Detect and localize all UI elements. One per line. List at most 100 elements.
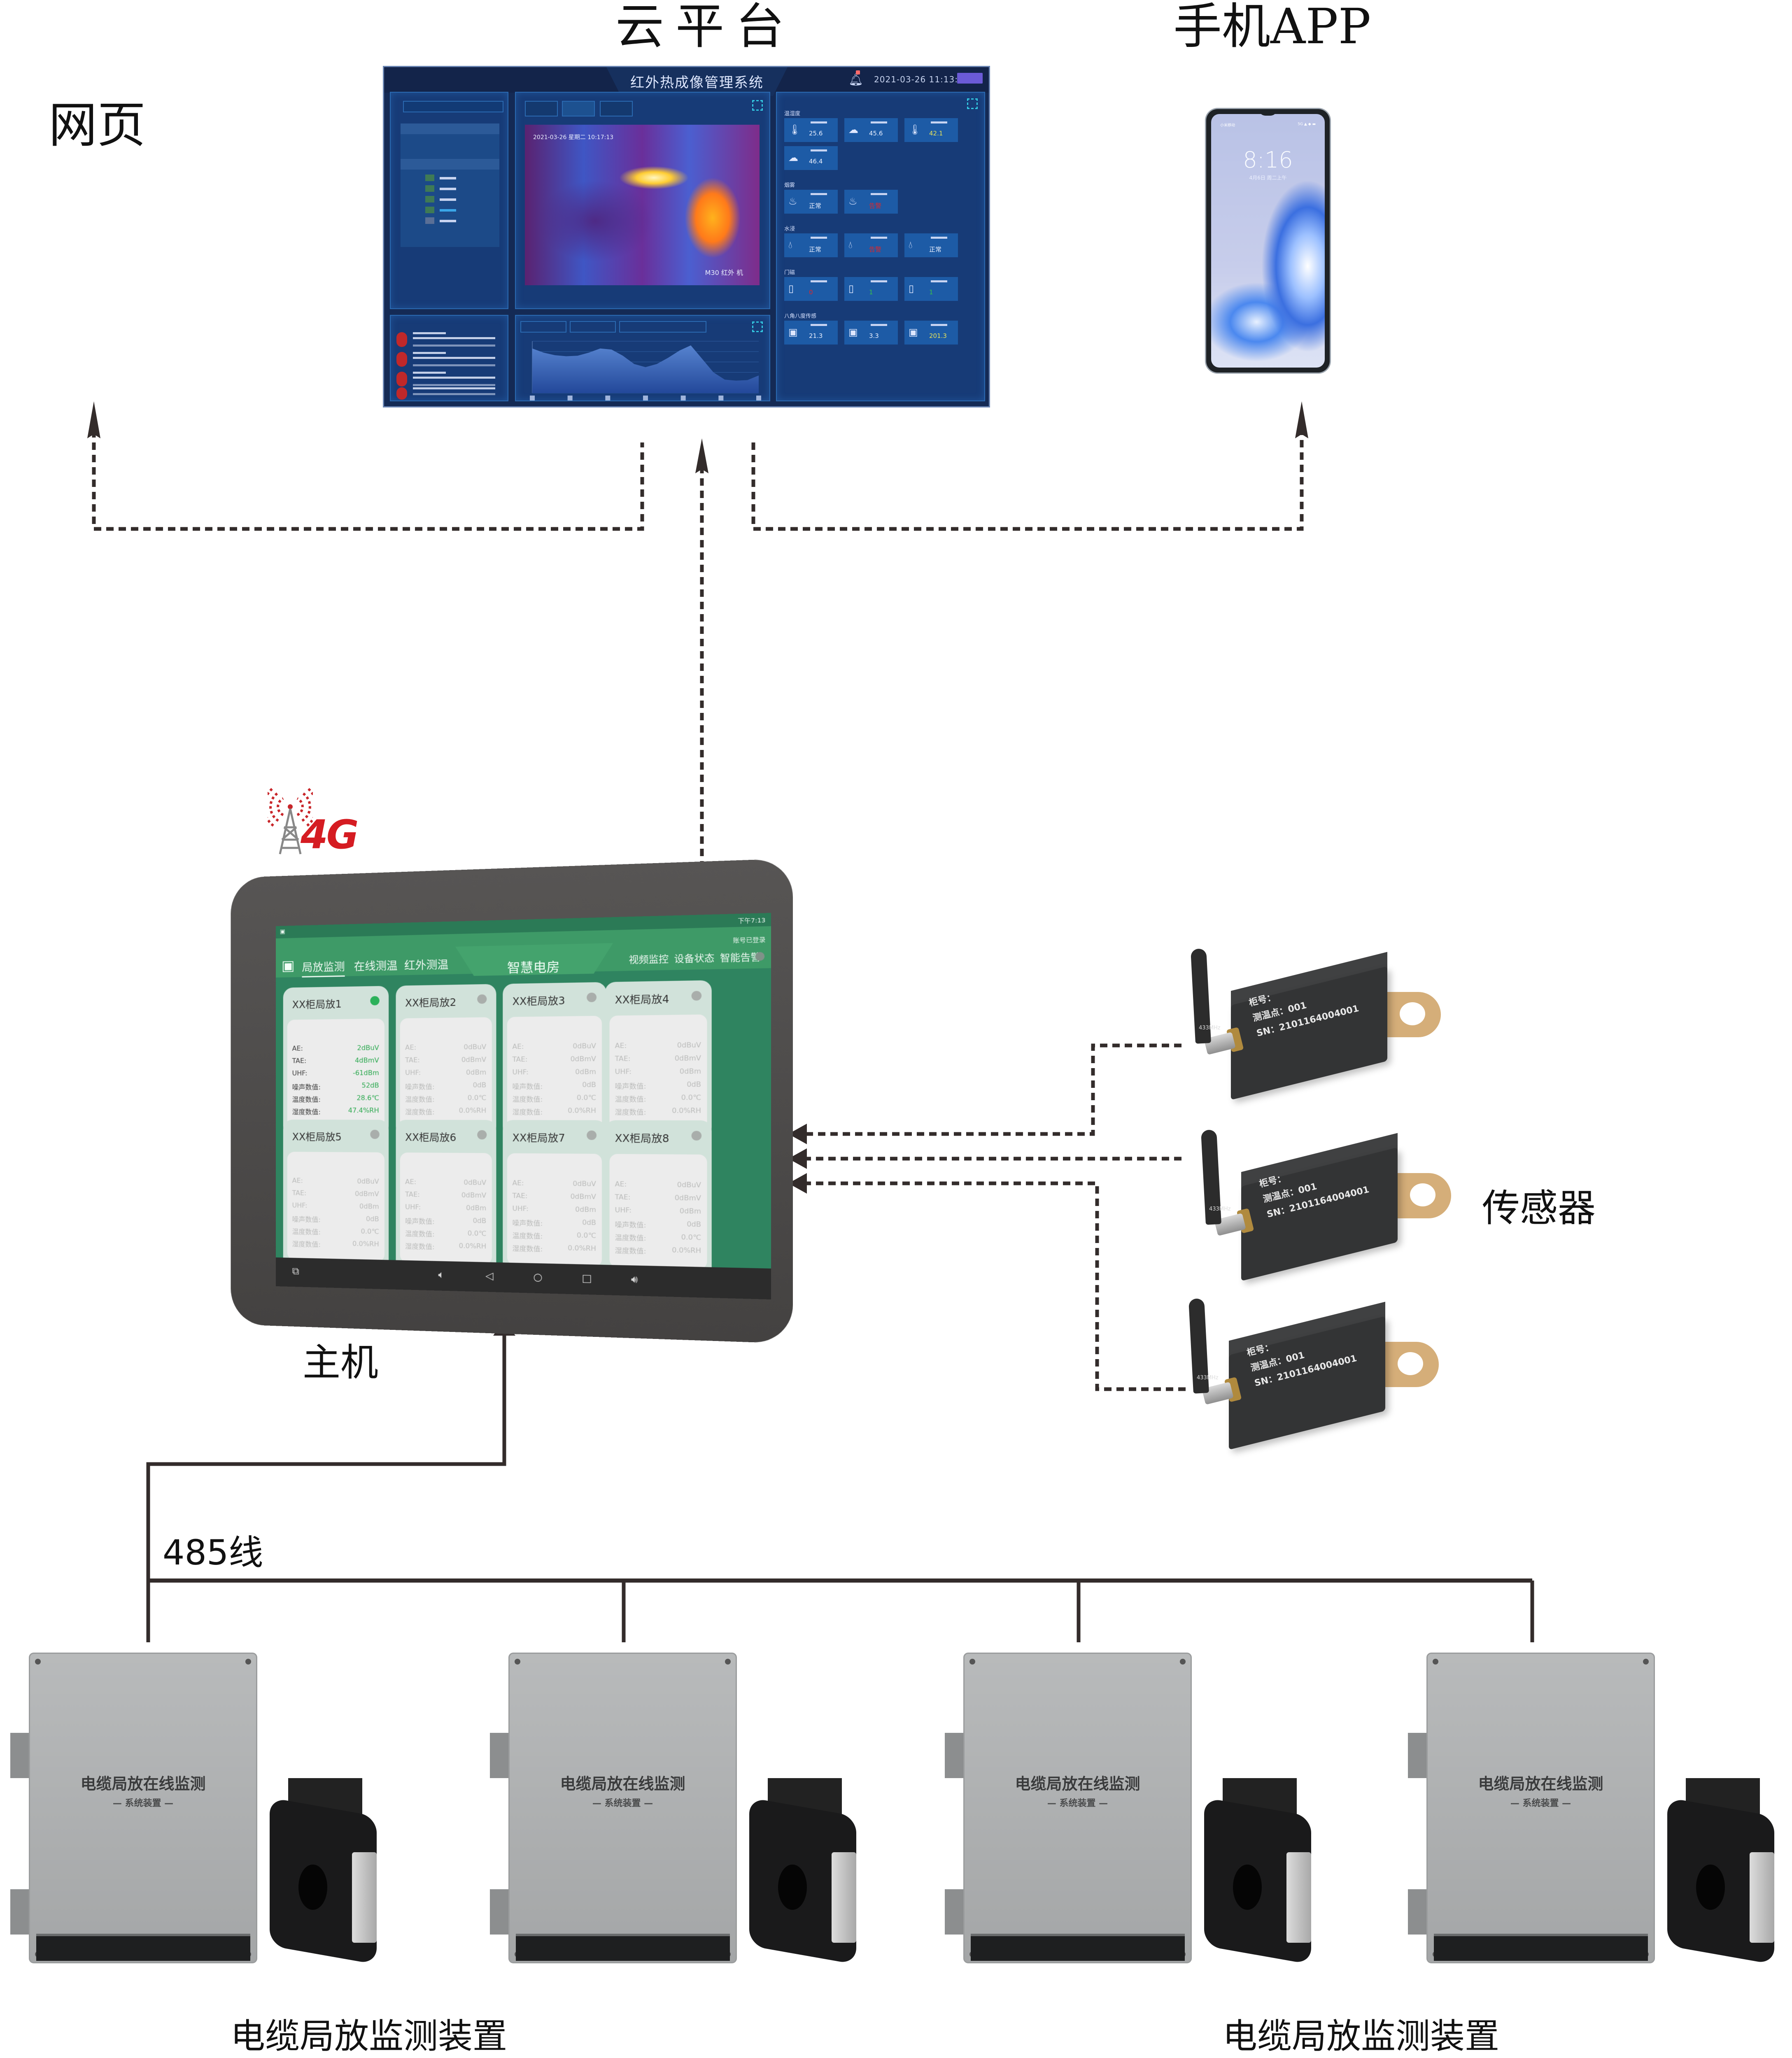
pd-card[interactable]: XX柜局放3 AE: 0dBuV TAE: 0dBmV UHF: 0dBm 噪声… (503, 982, 606, 1138)
pd-card[interactable]: XX柜局放1 AE: 2dBuV TAE: 4dBmV UHF: -61dBm … (283, 986, 389, 1136)
pd-card[interactable]: XX柜局放6 AE: 0dBuV TAE: 0dBmV UHF: 0dBm 噪声… (396, 1120, 496, 1273)
sensor-tile[interactable]: ▣ 3.3 (844, 321, 898, 345)
sensor-tile[interactable]: ▣ 21.3 (784, 321, 838, 345)
sensor-tile[interactable]: ☁︎ 45.6 (844, 118, 898, 142)
user-button[interactable] (957, 73, 983, 84)
tree-node[interactable] (401, 136, 499, 147)
sensor-tile[interactable]: 💧︎ 告警 (844, 233, 898, 257)
chart-filter-select-1[interactable] (521, 321, 566, 332)
status-notification-icon: ▣ (280, 928, 285, 935)
metric-value: 0dBm (575, 1068, 596, 1076)
expand-icon[interactable] (967, 98, 978, 109)
arrow-head-app (1295, 401, 1308, 438)
alarm-item[interactable] (396, 386, 503, 400)
sensor-tile[interactable]: ☁︎ 46.4 (784, 146, 838, 170)
volume-up-icon[interactable]: 🔊︎ (631, 1273, 638, 1285)
camera-leaf-icon[interactable] (425, 196, 434, 203)
alarm-item[interactable] (396, 350, 503, 369)
sensor-tile-caption (811, 193, 827, 195)
mount-bracket (945, 1889, 965, 1935)
device-subtitle: — 系统装置 — (965, 1796, 1191, 1809)
tree-node[interactable] (401, 147, 499, 158)
metric-label: TAE: (513, 1055, 528, 1064)
pd-card-body: AE: 0dBuV TAE: 0dBmV UHF: 0dBm 噪声数值: 0dB… (610, 1015, 707, 1129)
video-tab-2[interactable] (562, 101, 595, 116)
cable-pd-monitor-device: 电缆局放在线监测 — 系统装置 — (941, 1642, 1336, 1963)
tab-smart-alarm[interactable]: 智能告警 (720, 949, 761, 964)
tab-online-temperature[interactable]: 在线测温 (354, 957, 398, 974)
arrow-head-cloud (695, 438, 708, 473)
camera-leaf-icon[interactable] (425, 175, 434, 181)
sensor-tile[interactable]: ▯ 1 (904, 277, 958, 301)
tab-infrared-temperature[interactable]: 红外测温 (404, 956, 448, 973)
tree-search-input[interactable] (403, 101, 503, 112)
sensor-group-title: 水浸 (784, 224, 795, 232)
chart-x-tick-label (681, 396, 686, 400)
sensor-tile[interactable]: ▯ 0 (784, 277, 838, 301)
pd-card[interactable]: XX柜局放8 AE: 0dBuV TAE: 0dBmV UHF: 0dBm 噪声… (605, 1120, 712, 1278)
home-icon[interactable]: ○ (533, 1271, 542, 1283)
tab-pd-monitoring[interactable]: 局放监测 (302, 958, 345, 977)
dotted-link-sensor-1 (805, 1045, 1181, 1134)
pd-card[interactable]: XX柜局放2 AE: 0dBuV TAE: 0dBmV UHF: 0dBm 噪声… (396, 984, 496, 1137)
login-status[interactable]: 账号已登录 (733, 935, 765, 945)
pd-card-title: XX柜局放6 (405, 1129, 456, 1144)
sensor-tile[interactable]: 💧︎ 正常 (904, 233, 958, 257)
sensor-tile-value: 告警 (869, 201, 881, 210)
pd-metric-row: 温度数值: 0.0℃ (615, 1232, 701, 1234)
tree-node[interactable] (401, 159, 499, 170)
sensor-tile[interactable]: 💧︎ 正常 (784, 233, 838, 257)
sensor-tile[interactable]: 🌡︎ 42.1 (904, 118, 958, 142)
volume-down-icon[interactable]: 🔈︎ (438, 1269, 444, 1280)
online-status-dot (587, 992, 597, 1002)
sensor-tile-caption (871, 193, 887, 195)
sensor-tile[interactable]: ♨︎ 告警 (844, 190, 898, 214)
tab-device-status[interactable]: 设备状态 (674, 950, 714, 965)
metric-value: 0dB (366, 1215, 379, 1223)
pd-metric-row: 噪声数值: 52dB (292, 1081, 379, 1082)
expand-icon[interactable] (752, 321, 763, 332)
video-tab-3[interactable] (600, 101, 633, 116)
sensor-tile[interactable]: ▣ 201.3 (904, 321, 958, 345)
label-485-bus: 485线 (163, 1535, 263, 1570)
4g-tower-icon: 4G (268, 786, 358, 856)
metric-value: 0dBuV (573, 1179, 596, 1187)
camera-leaf-icon[interactable] (425, 185, 434, 192)
metric-value: 0.0%RH (568, 1106, 596, 1115)
apps-grid-icon[interactable]: ▣ (282, 959, 295, 973)
sensor-tile[interactable]: ♨︎ 正常 (784, 190, 838, 214)
camera-leaf-icon[interactable] (425, 217, 434, 224)
sensor-tile[interactable]: ▯ 1 (844, 277, 898, 301)
pd-metric-row: UHF: 0dBm (405, 1068, 486, 1069)
expand-icon[interactable] (752, 100, 763, 111)
pd-metric-row: 温度数值: 0.0℃ (405, 1228, 486, 1229)
sensor-tile[interactable]: 🌡︎ 25.6 (784, 118, 838, 142)
metric-value: 0.0℃ (577, 1094, 596, 1102)
pd-card[interactable]: XX柜局放7 AE: 0dBuV TAE: 0dBmV UHF: 0dBm 噪声… (503, 1120, 606, 1276)
metric-value: 2dBuV (357, 1044, 379, 1052)
sensor-icon: ▣ (788, 326, 798, 338)
camera-leaf-icon[interactable] (425, 207, 434, 213)
screenshot-icon[interactable]: ⧉ (292, 1265, 299, 1277)
metric-value: 0dBuV (677, 1180, 701, 1189)
phone-carrier: 小米移动 (1220, 122, 1235, 128)
pd-card-body: AE: 0dBuV TAE: 0dBmV UHF: 0dBm 噪声数值: 0dB… (507, 1153, 602, 1267)
pd-card[interactable]: XX柜局放4 AE: 0dBuV TAE: 0dBmV UHF: 0dBm 噪声… (605, 980, 712, 1138)
chart-date-range-input[interactable] (620, 321, 706, 332)
video-tab-1[interactable] (525, 101, 558, 116)
sensor-tile-caption (811, 237, 827, 239)
pd-metric-row: UHF: 0dBm (292, 1201, 379, 1203)
pd-card[interactable]: XX柜局放5 AE: 0dBuV TAE: 0dBmV UHF: 0dBm 噪声… (283, 1120, 389, 1271)
recents-icon[interactable]: □ (582, 1272, 592, 1284)
back-icon[interactable]: ◁ (485, 1270, 493, 1282)
tab-video-monitoring[interactable]: 视频监控 (629, 951, 669, 966)
pd-card-body: AE: 0dBuV TAE: 0dBmV UHF: 0dBm 噪声数值: 0dB… (610, 1154, 707, 1269)
bell-icon[interactable]: 🔔︎ (848, 73, 863, 86)
device-enclosure: 电缆局放在线监测 — 系统装置 — (1426, 1653, 1655, 1963)
tree-node[interactable] (401, 123, 499, 134)
pd-metric-row: 温度数值: 0.0℃ (513, 1230, 596, 1232)
phone-status-icons: 5G ▲ ◆ ▬ (1298, 122, 1316, 126)
label-host: 主机 (303, 1344, 378, 1382)
chart-filter-select-2[interactable] (570, 321, 615, 332)
alarm-item[interactable] (396, 331, 503, 349)
